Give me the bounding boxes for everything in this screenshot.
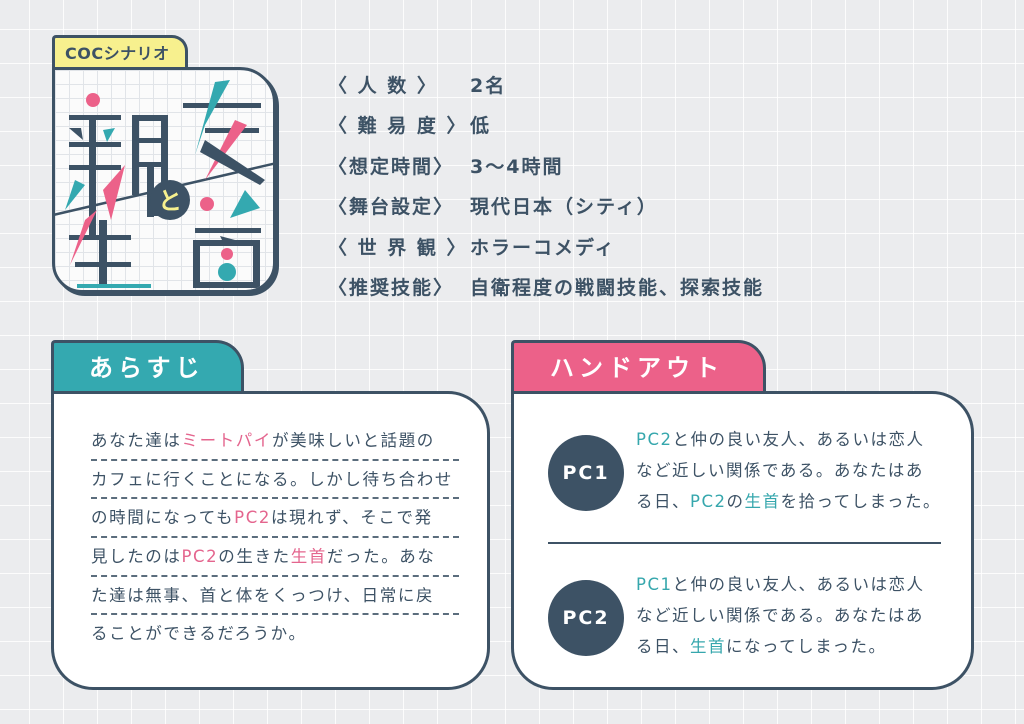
text-segment: の: [726, 492, 745, 511]
text-line: など近しい関係である。あなたはあ: [636, 600, 956, 631]
info-label: 〈 人 数 〉: [328, 74, 438, 97]
synopsis-text: あなた達はミートパイが美味しいと話題のカフェに行くことになる。しかし待ち合わせの…: [91, 422, 459, 654]
text-segment: ることができるだろうか。: [91, 624, 307, 644]
info-row-setting: 〈舞台設定〉 現代日本（シティ）: [328, 186, 764, 227]
char-oya: [65, 93, 177, 240]
text-line: 見したのはPC2の生きた生首だった。あな: [91, 538, 459, 577]
pc1-text: PC2と仲の良い友人、あるいは恋人など近しい関係である。あなたはある日、PC2の…: [636, 424, 956, 517]
text-segment: など近しい関係である。あなたはあ: [636, 461, 924, 480]
pc2-text: PC1と仲の良い友人、あるいは恋人など近しい関係である。あなたはある日、生首にな…: [636, 569, 956, 662]
text-segment: が美味しいと話題の: [272, 431, 435, 450]
info-label: 〈推奨技能〉: [328, 277, 455, 300]
text-segment: など近しい関係である。あなたはあ: [636, 606, 924, 625]
info-row-skills: 〈推奨技能〉 自衛程度の戦闘技能、探索技能: [328, 267, 764, 308]
info-value: ホラーコメディ: [470, 236, 616, 259]
pc1-badge: PC1: [548, 435, 624, 511]
char-kubi: [193, 190, 261, 288]
info-value: 3～4時間: [470, 155, 564, 178]
text-segment: と仲の良い友人、あるいは恋人: [672, 430, 925, 449]
info-label: 〈 難 易 度 〉: [328, 115, 468, 138]
text-line: ることができるだろうか。: [91, 615, 459, 654]
synopsis-panel: あなた達はミートパイが美味しいと話題のカフェに行くことになる。しかし待ち合わせの…: [51, 391, 490, 690]
char-to: と: [158, 187, 182, 215]
info-label: 〈 世 界 観 〉: [328, 236, 468, 259]
text-segment: だった。あな: [326, 547, 436, 567]
info-value: 自衛程度の戦闘技能、探索技能: [470, 277, 765, 300]
text-segment: になってしまった。: [726, 637, 887, 656]
text-segment: る日、: [636, 492, 690, 511]
info-row-players: 〈 人 数 〉 2名: [328, 64, 764, 105]
text-line: た達は無事、首と体をくっつけ、日常に戻: [91, 577, 459, 616]
text-segment: あなた達は: [91, 431, 182, 450]
text-line: る日、生首になってしまった。: [636, 631, 956, 662]
char-tomo: [183, 80, 265, 185]
info-value: 低: [470, 115, 492, 138]
text-line: PC2と仲の良い友人、あるいは恋人: [636, 424, 956, 455]
text-line: PC1と仲の良い友人、あるいは恋人: [636, 569, 956, 600]
handout-pc2: PC2 PC1と仲の良い友人、あるいは恋人など近しい関係である。あなたはある日、…: [548, 569, 948, 669]
text-segment: る日、: [636, 637, 690, 656]
highlight-text: PC2: [181, 547, 219, 567]
text-line: あなた達はミートパイが美味しいと話題の: [91, 422, 459, 461]
text-segment: を拾ってしまった。: [780, 492, 941, 511]
highlight-text: PC1: [636, 575, 673, 594]
highlight-text: 生首: [290, 547, 327, 567]
text-segment: と仲の良い友人、あるいは恋人: [672, 575, 925, 594]
info-row-duration: 〈想定時間〉 3～4時間: [328, 145, 764, 186]
text-segment: た達は無事、首と体をくっつけ、日常に戻: [91, 585, 435, 605]
text-segment: は現れず、そこで発: [270, 508, 433, 528]
handout-heading: ハンドアウト: [511, 340, 766, 394]
handout-panel: PC1 PC2と仲の良い友人、あるいは恋人など近しい関係である。あなたはある日、…: [511, 391, 974, 690]
text-segment: の時間になっても: [91, 508, 235, 528]
highlight-text: PC2: [636, 430, 673, 449]
text-line: の時間になってもPC2は現れず、そこで発: [91, 499, 459, 539]
char-sei: [69, 210, 151, 288]
info-row-worldview: 〈 世 界 観 〉 ホラーコメディ: [328, 226, 764, 267]
info-label: 〈想定時間〉: [328, 155, 455, 178]
logo-tag: COCシナリオ: [52, 35, 188, 69]
highlight-text: ミートパイ: [181, 431, 272, 450]
info-row-difficulty: 〈 難 易 度 〉 低: [328, 105, 764, 146]
title-logo-art: と: [55, 80, 273, 288]
info-label: 〈舞台設定〉: [328, 196, 455, 219]
pc2-badge: PC2: [548, 580, 624, 656]
text-segment: の生きた: [218, 547, 291, 567]
text-line: カフェに行くことになる。しかし待ち合わせ: [91, 461, 459, 500]
text-line: など近しい関係である。あなたはあ: [636, 455, 956, 486]
highlight-text: PC2: [234, 508, 271, 528]
handout-divider: [548, 542, 941, 544]
highlight-text: 生首: [744, 492, 781, 511]
info-value: 2名: [470, 74, 507, 97]
handout-pc1: PC1 PC2と仲の良い友人、あるいは恋人など近しい関係である。あなたはある日、…: [548, 424, 948, 524]
scenario-info: 〈 人 数 〉 2名 〈 難 易 度 〉 低 〈想定時間〉 3～4時間 〈舞台設…: [328, 64, 764, 307]
highlight-text: PC2: [690, 492, 727, 511]
text-segment: 見したのは: [91, 547, 182, 567]
text-segment: カフェに行くことになる。しかし待ち合わせ: [91, 469, 453, 489]
title-logo: と: [52, 67, 276, 293]
highlight-text: 生首: [690, 637, 726, 656]
synopsis-heading: あらすじ: [51, 340, 244, 394]
text-line: る日、PC2の生首を拾ってしまった。: [636, 486, 956, 517]
to-circle: [150, 180, 190, 220]
info-value: 現代日本（シティ）: [470, 196, 658, 219]
